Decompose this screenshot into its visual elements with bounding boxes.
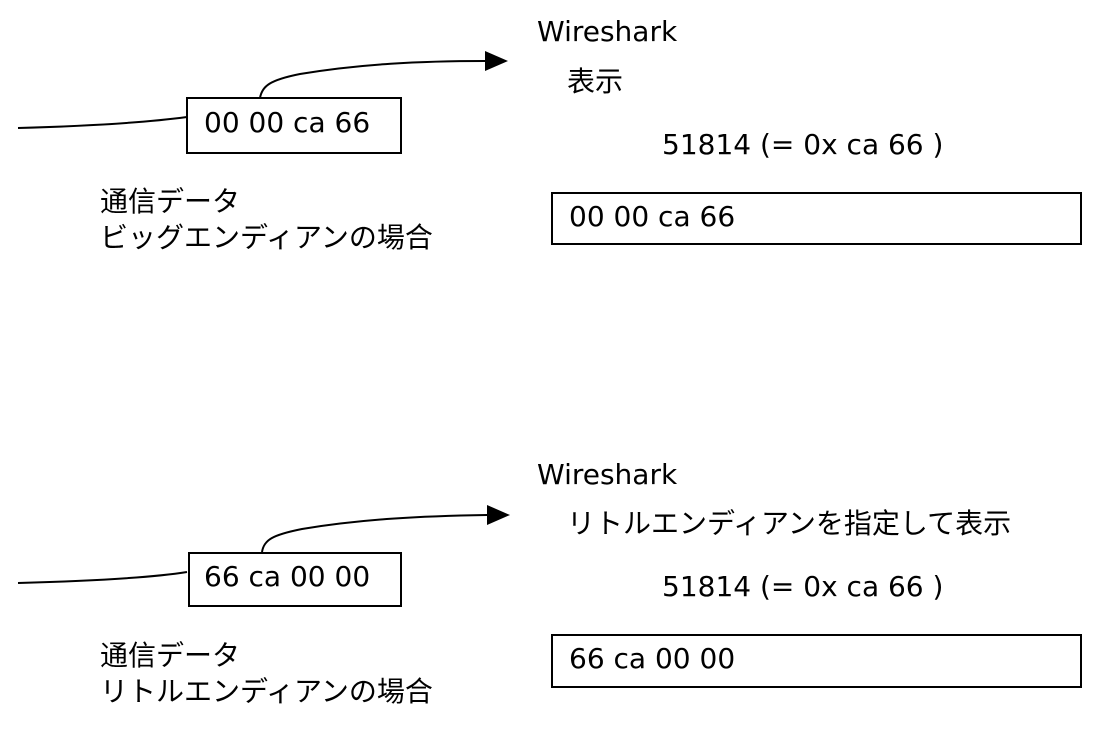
arrowhead-icon-top — [485, 51, 508, 71]
app-name-label: Wireshark — [537, 458, 678, 491]
caption-line2: ビッグエンディアンの場合 — [100, 221, 433, 254]
caption-line2: リトルエンディアンの場合 — [100, 675, 433, 708]
decoded-value: 51814 (= 0x ca 66 ) — [662, 128, 944, 161]
caption-line1: 通信データ — [100, 185, 241, 218]
view-mode-label: リトルエンディアンを指定して表示 — [567, 507, 1012, 540]
app-name-label: Wireshark — [537, 15, 678, 48]
caption-little-endian: 通信データ リトルエンディアンの場合 — [100, 638, 433, 710]
decoded-value: 51814 (= 0x ca 66 ) — [662, 570, 944, 603]
arrowhead-icon-bottom — [487, 505, 510, 525]
view-mode-label: 表示 — [567, 65, 624, 98]
arrow-curve-bottom — [261, 514, 488, 553]
arrow-curve-top — [259, 60, 486, 99]
caption-line1: 通信データ — [100, 639, 241, 672]
data-box-little-endian: 66 ca 00 00 — [188, 552, 402, 607]
incoming-line-bottom — [17, 571, 188, 584]
display-box-little-endian: 66 ca 00 00 — [551, 634, 1082, 688]
display-box-big-endian: 00 00 ca 66 — [551, 192, 1082, 245]
data-box-big-endian: 00 00 ca 66 — [186, 97, 402, 154]
incoming-line-top — [17, 116, 188, 129]
caption-big-endian: 通信データ ビッグエンディアンの場合 — [100, 184, 433, 256]
